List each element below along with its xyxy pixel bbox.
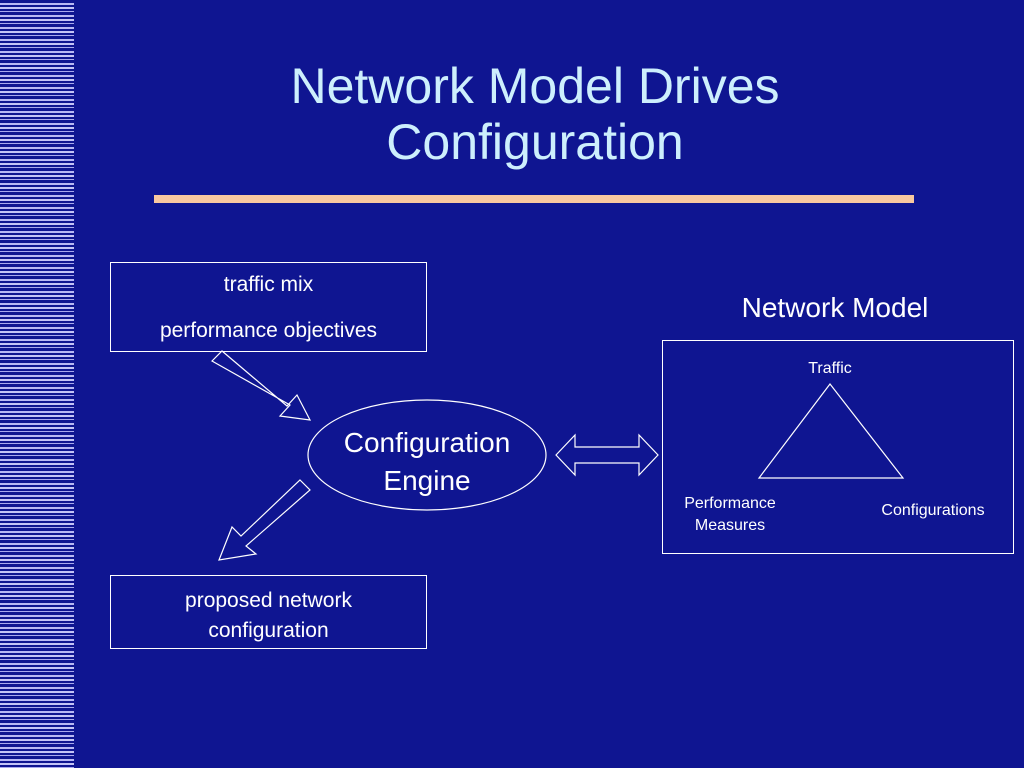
decorative-stripe-bar (0, 0, 74, 768)
configurations-vertex-label: Configurations (881, 502, 985, 519)
measures-label: Measures (694, 517, 766, 534)
proposed-network-label: proposed network (185, 589, 352, 612)
network-model-box (662, 340, 1014, 554)
engine-label-line-2: Engine (383, 465, 471, 496)
title-underline (154, 195, 914, 203)
input-to-engine-arrow (211, 350, 312, 421)
performance-objectives-label: performance objectives (159, 319, 378, 342)
engine-label-line-1: Configuration (343, 427, 511, 458)
configuration-engine-ellipse (307, 399, 547, 511)
slide-title-line-1: Network Model Drives (290, 58, 780, 114)
configuration-label: configuration (208, 619, 329, 642)
configuration-engine-label: Configuration Engine (308, 424, 546, 500)
network-model-heading: Network Model (741, 292, 929, 323)
engine-network-double-arrow (555, 433, 659, 477)
network-model-triangle (757, 383, 905, 479)
performance-measures-vertex-label: Performance Measures (668, 493, 792, 537)
traffic-mix-label: traffic mix (223, 273, 314, 296)
input-box: traffic mix performance objectives (110, 262, 427, 352)
slide-title: Network Model Drives Configuration (160, 58, 910, 170)
output-box: proposed network configuration (110, 575, 427, 649)
traffic-vertex-label: Traffic (808, 360, 852, 377)
engine-to-output-arrow (218, 479, 311, 561)
performance-label: Performance (684, 495, 776, 512)
slide-title-line-2: Configuration (386, 114, 684, 170)
